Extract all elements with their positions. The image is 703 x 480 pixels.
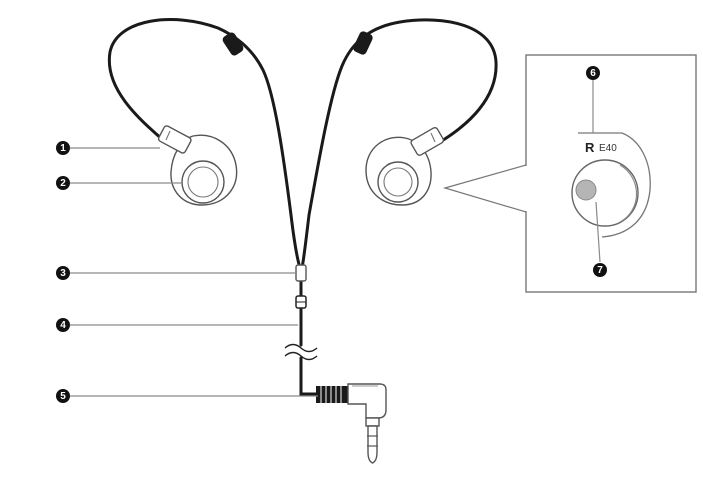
main-cable-lower: [299, 356, 320, 396]
leader-lines: [70, 80, 601, 397]
svg-text:4: 4: [60, 320, 66, 331]
svg-text:6: 6: [590, 68, 596, 79]
svg-text:2: 2: [60, 178, 66, 189]
right-connector: [410, 126, 445, 156]
right-connector-detail: [430, 132, 436, 143]
plug-strain-relief: [316, 386, 348, 403]
model-marking-label: E40: [599, 143, 617, 154]
right-cable-sleeve: [353, 31, 373, 55]
callout-3: 3: [56, 266, 70, 280]
side-marking-label: R: [585, 140, 595, 155]
cable-break-mark-top: [284, 343, 318, 353]
plug-collar: [365, 417, 380, 427]
right-ear-hook-cable: [300, 18, 498, 270]
left-connector-detail: [165, 130, 171, 141]
left-earpiece: [157, 125, 238, 206]
callout-5: 5: [56, 389, 70, 403]
svg-text:1: 1: [60, 143, 66, 154]
left-cable-sleeve: [222, 32, 244, 56]
audio-plug: [316, 383, 387, 464]
svg-text:7: 7: [597, 265, 603, 276]
callout-7: 7: [593, 263, 607, 277]
detail-nozzle-dot: [575, 179, 597, 201]
cable-assembly: [107, 18, 498, 396]
svg-text:5: 5: [60, 391, 66, 402]
y-splitter: [295, 264, 307, 282]
right-earpiece: [365, 126, 445, 206]
detail-nozzle-ring: [571, 159, 639, 227]
plug-housing: [347, 383, 387, 419]
callout-2: 2: [56, 176, 70, 190]
detail-view-pointer: [442, 164, 527, 213]
callout-6: 6: [586, 66, 600, 80]
left-earpiece-nozzle: [187, 166, 219, 198]
left-ear-hook-cable: [107, 18, 302, 270]
detail-earpiece-shell: [578, 132, 651, 238]
callout-4: 4: [56, 318, 70, 332]
callout-1: 1: [56, 141, 70, 155]
plug-pin: [367, 425, 378, 464]
left-connector: [157, 125, 192, 154]
right-earpiece-nozzle: [383, 167, 413, 197]
cable-break-mark-bottom: [284, 351, 318, 361]
leader-line-7: [595, 201, 601, 263]
detail-view: R E40: [442, 54, 697, 293]
svg-text:3: 3: [60, 268, 66, 279]
